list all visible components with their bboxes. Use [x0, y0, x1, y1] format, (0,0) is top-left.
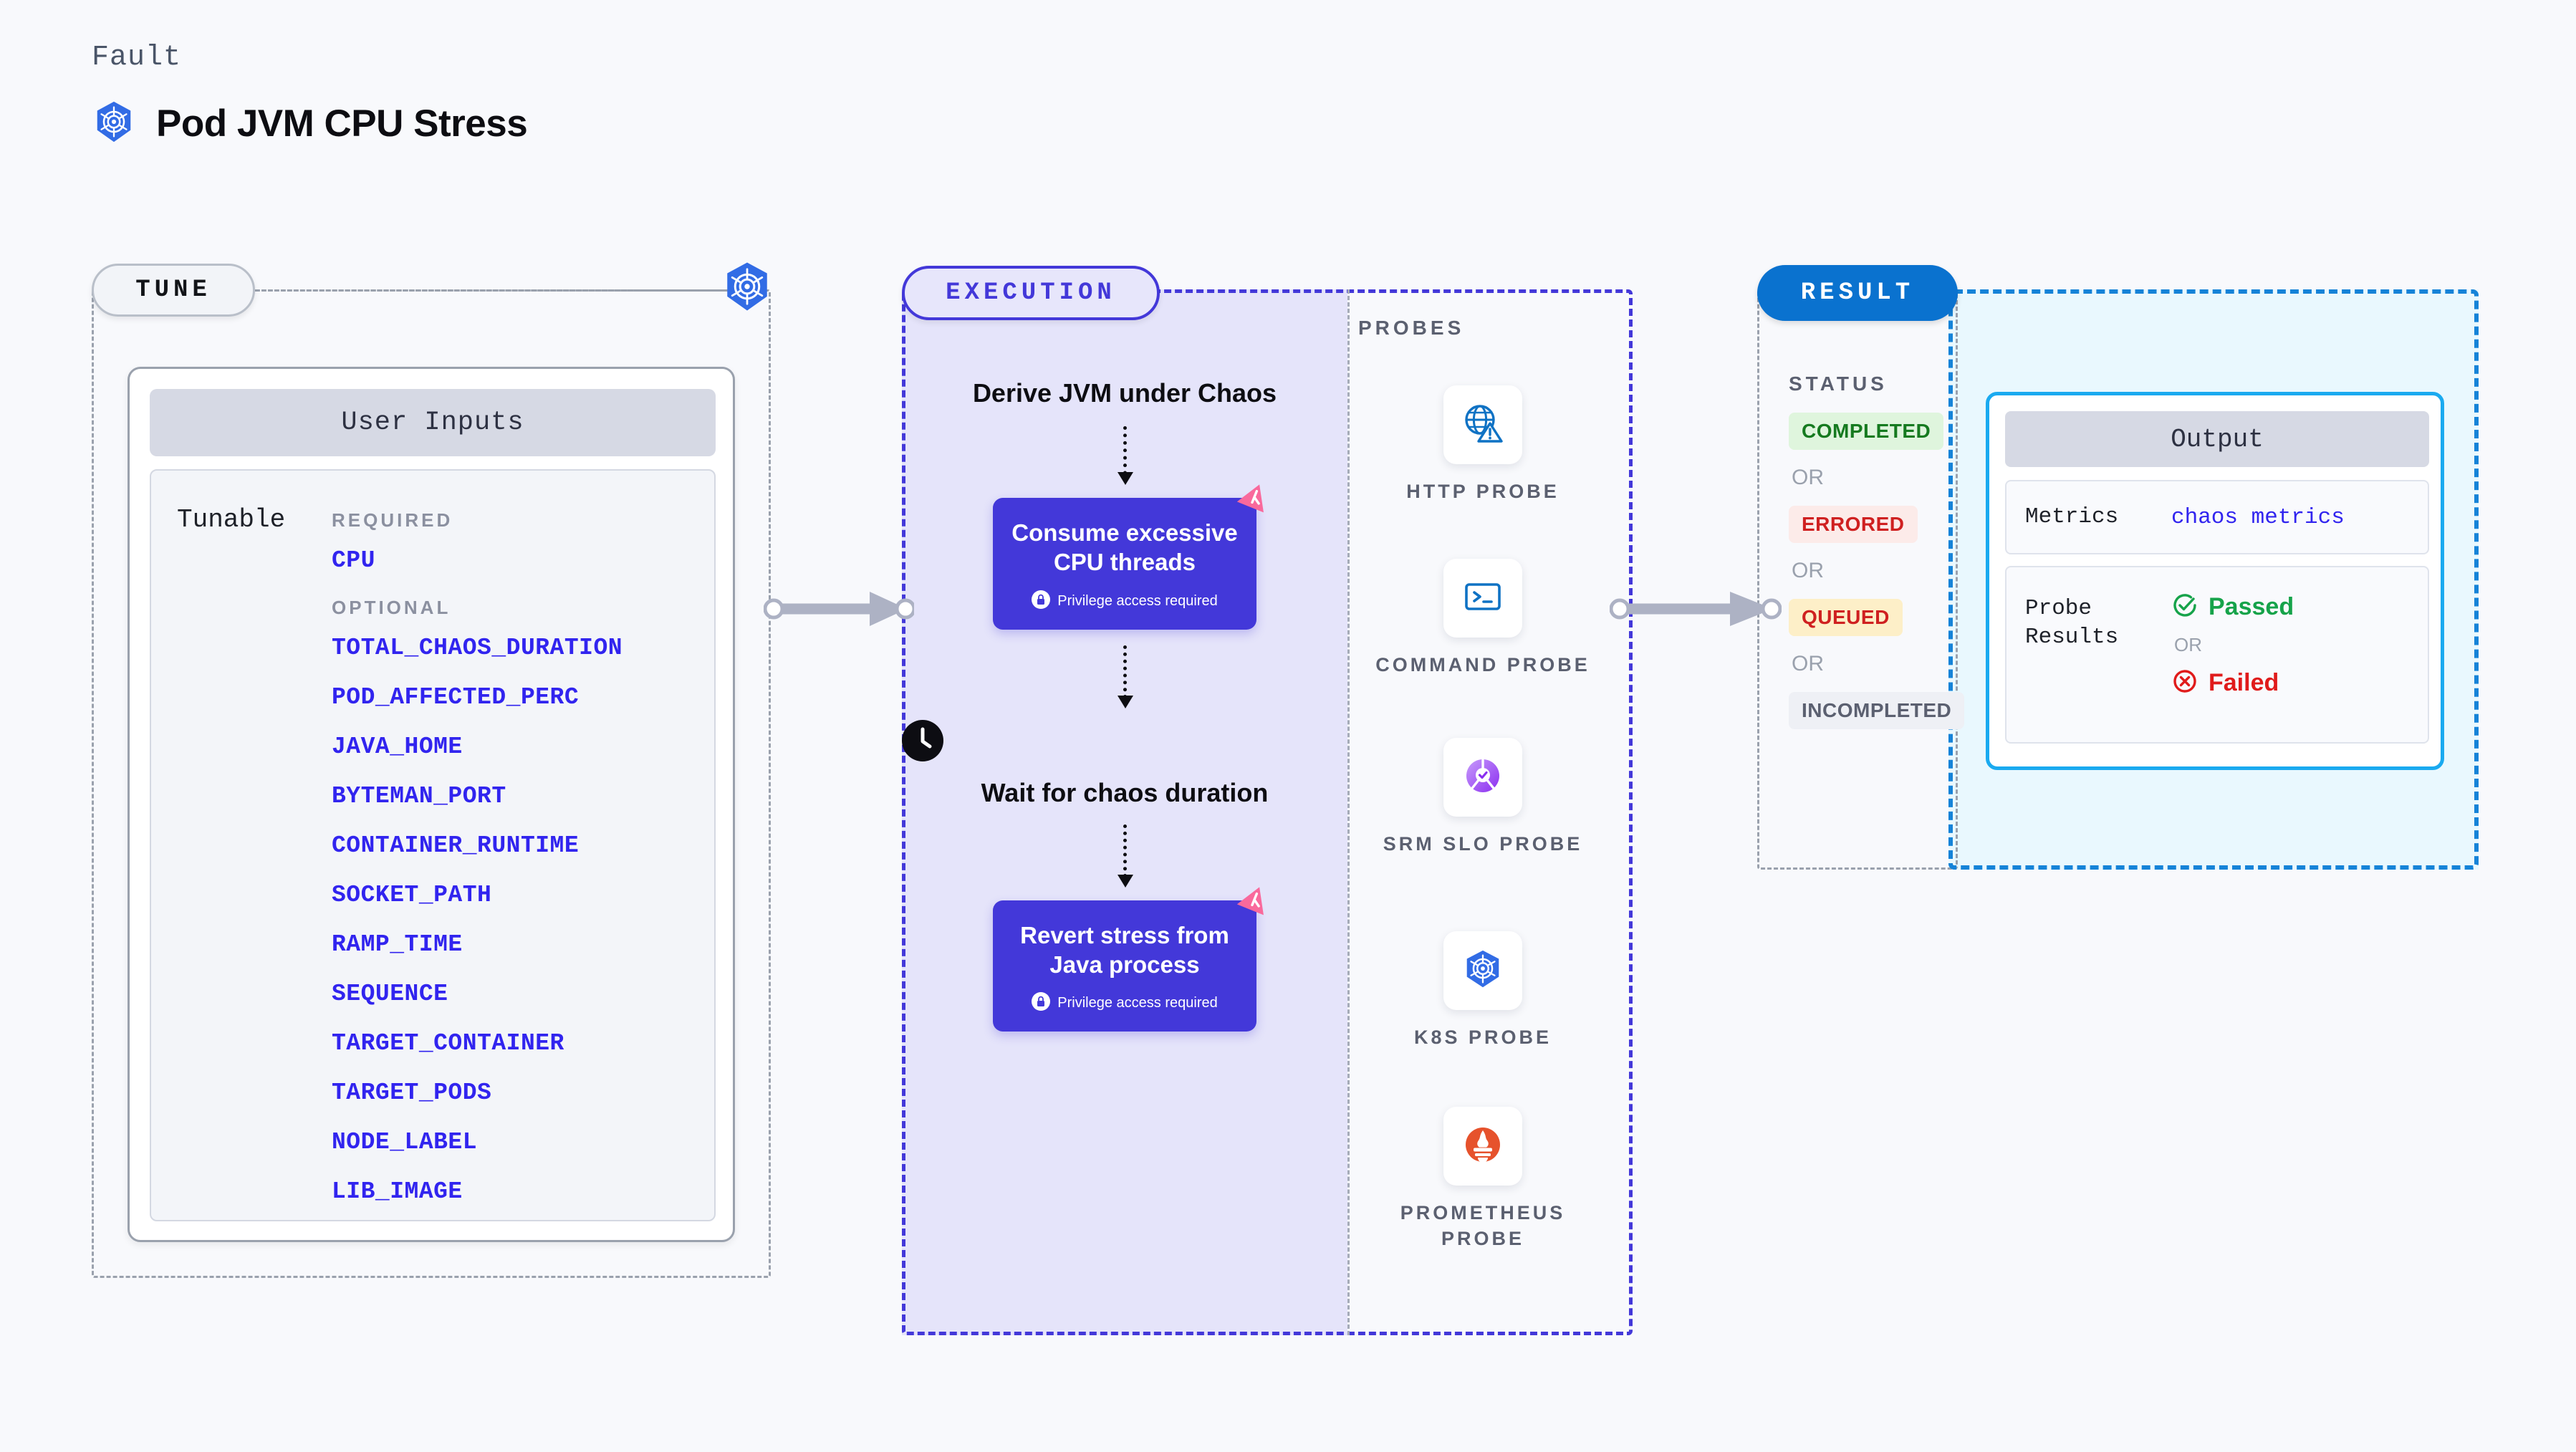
- output-probe-results-row: Probe Results Passed OR: [2005, 566, 2429, 744]
- probe-results-key: Probe Results: [2025, 596, 2119, 650]
- probe-label: PROMETHEUS PROBE: [1400, 1202, 1566, 1250]
- param-item[interactable]: RAMP_TIME: [332, 931, 463, 958]
- output-title: Output: [2005, 411, 2429, 467]
- probe-prometheus[interactable]: PROMETHEUS PROBE: [1375, 1107, 1590, 1252]
- flow-arrow-down: [1117, 645, 1133, 708]
- probe-srm-slo[interactable]: SRM SLO PROBE: [1375, 738, 1590, 857]
- status-badge-incompleted: INCOMPLETED: [1789, 692, 1965, 729]
- page-header: Fault Pod JVM CPU Stress: [92, 42, 528, 148]
- stage-pill-execution[interactable]: EXECUTION: [902, 266, 1160, 320]
- or-separator: OR: [1792, 559, 1824, 582]
- lock-icon: [1032, 992, 1051, 1014]
- or-separator: OR: [1792, 652, 1824, 675]
- probe-tile: [1443, 931, 1522, 1010]
- arrow-tune-to-execution: [763, 586, 916, 635]
- execution-step-wait: Wait for chaos duration: [981, 777, 1269, 807]
- action-title: Revert stress from Java process: [1020, 921, 1229, 978]
- probe-result-failed: Failed: [2171, 668, 2294, 698]
- privilege-note: Privilege access required: [1057, 592, 1218, 609]
- user-inputs-card: User Inputs Tunable REQUIRED CPU OPTIONA…: [128, 367, 735, 1242]
- privilege-note: Privilege access required: [1057, 995, 1218, 1011]
- param-item[interactable]: TOTAL_CHAOS_DURATION: [332, 635, 623, 661]
- probe-tile: [1443, 559, 1522, 638]
- param-item[interactable]: TARGET_CONTAINER: [332, 1030, 564, 1057]
- probe-command[interactable]: COMMAND PROBE: [1375, 559, 1590, 678]
- flow-arrow-down: [1117, 824, 1133, 888]
- probe-k8s[interactable]: K8S PROBE: [1375, 931, 1590, 1050]
- status-label: STATUS: [1789, 372, 1888, 395]
- execution-action-revert-stress[interactable]: Revert stress from Java process Privileg…: [993, 886, 1264, 1032]
- tune-connector-line: [255, 289, 728, 292]
- fault-title-row: Pod JVM CPU Stress: [92, 100, 528, 148]
- status-badge-errored: ERRORED: [1789, 506, 1918, 543]
- kubernetes-icon: [92, 100, 136, 148]
- probe-tile: [1443, 385, 1522, 464]
- prometheus-torch-icon: [1462, 1124, 1504, 1169]
- param-item[interactable]: LIB_IMAGE: [332, 1178, 463, 1205]
- or-separator: OR: [2174, 634, 2202, 655]
- clock-icon: [902, 719, 1347, 765]
- group-heading-required: REQUIRED: [332, 509, 453, 531]
- metrics-key: Metrics: [2025, 504, 2119, 529]
- flow-arrow-down: [1117, 426, 1133, 485]
- probe-label: SRM SLO PROBE: [1383, 833, 1583, 855]
- action-title: Consume excessive CPU threads: [1011, 519, 1238, 576]
- privilege-row: Privilege access required: [1007, 590, 1242, 612]
- page-title: Pod JVM CPU Stress: [156, 102, 528, 145]
- param-item[interactable]: SEQUENCE: [332, 981, 448, 1007]
- kubernetes-badge-icon: [721, 260, 774, 317]
- probe-results-values: Passed OR Failed: [2171, 567, 2294, 698]
- globe-warning-icon: [1461, 401, 1505, 449]
- output-card: Output Metrics chaos metrics Probe Resul…: [1986, 392, 2444, 770]
- execution-flow: Derive JVM under Chaos Consume excessive…: [902, 289, 1347, 1032]
- kubernetes-icon: [1461, 947, 1505, 995]
- stage-pill-result[interactable]: RESULT: [1757, 265, 1958, 321]
- param-item[interactable]: JAVA_HOME: [332, 734, 463, 760]
- user-inputs-title: User Inputs: [150, 389, 716, 456]
- failed-label: Failed: [2209, 669, 2279, 696]
- passed-label: Passed: [2209, 593, 2294, 620]
- metrics-value-link[interactable]: chaos metrics: [2171, 504, 2345, 530]
- or-separator: OR: [1792, 466, 1824, 489]
- terminal-icon: [1461, 575, 1504, 622]
- group-heading-optional: OPTIONAL: [332, 597, 451, 618]
- chaos-flag-icon: [1236, 882, 1272, 921]
- probe-result-passed: Passed: [2171, 592, 2294, 622]
- privilege-row: Privilege access required: [1007, 992, 1242, 1014]
- status-badge-queued: QUEUED: [1789, 599, 1903, 636]
- execution-action-consume-cpu[interactable]: Consume excessive CPU threads Privilege …: [993, 484, 1264, 630]
- param-item[interactable]: BYTEMAN_PORT: [332, 783, 506, 809]
- probe-label: K8S PROBE: [1413, 1027, 1552, 1048]
- probes-label: PROBES: [1358, 317, 1465, 339]
- probe-http[interactable]: HTTP PROBE: [1375, 385, 1590, 504]
- slo-donut-check-icon: [1461, 754, 1504, 801]
- status-badge-completed: COMPLETED: [1789, 413, 1944, 450]
- status-list: COMPLETED OR ERRORED OR QUEUED OR INCOMP…: [1789, 413, 1975, 729]
- tunable-label: Tunable: [177, 505, 286, 534]
- result-output-dashed-border: [1948, 289, 2479, 870]
- lock-icon: [1032, 590, 1051, 612]
- stage-pill-tune[interactable]: TUNE: [92, 264, 255, 317]
- param-item[interactable]: NODE_LABEL: [332, 1129, 478, 1155]
- chaos-flag-icon: [1236, 479, 1272, 519]
- param-item[interactable]: POD_AFFECTED_PERC: [332, 684, 580, 711]
- output-metrics-row: Metrics chaos metrics: [2005, 480, 2429, 554]
- fault-eyebrow: Fault: [92, 42, 182, 74]
- execution-panel: [902, 289, 1633, 1335]
- arrow-execution-to-result: [1609, 586, 1782, 635]
- x-circle-icon: [2171, 668, 2198, 698]
- probe-tile: [1443, 1107, 1522, 1186]
- execution-step-derive: Derive JVM under Chaos: [972, 378, 1277, 408]
- probe-label: COMMAND PROBE: [1375, 654, 1590, 675]
- probes-divider: [1347, 289, 1350, 1335]
- tunable-box: Tunable REQUIRED CPU OPTIONAL TOTAL_CHAO…: [150, 469, 716, 1221]
- param-item[interactable]: SOCKET_PATH: [332, 882, 492, 908]
- probe-label: HTTP PROBE: [1406, 481, 1559, 502]
- param-item[interactable]: CPU: [332, 547, 375, 574]
- param-item[interactable]: CONTAINER_RUNTIME: [332, 832, 580, 859]
- param-item[interactable]: TARGET_PODS: [332, 1080, 492, 1106]
- check-circle-icon: [2171, 592, 2198, 622]
- tunable-param-column: REQUIRED CPU OPTIONAL TOTAL_CHAOS_DURATI…: [332, 496, 704, 1228]
- probe-tile: [1443, 738, 1522, 817]
